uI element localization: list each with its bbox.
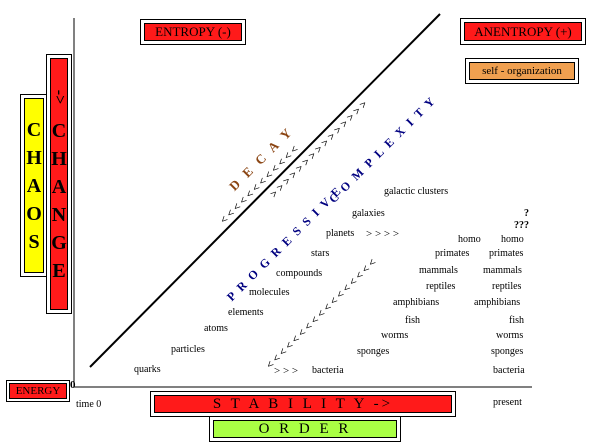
seq-item: compounds [276, 268, 323, 279]
main-diagonal-line [89, 13, 441, 368]
change-letter: E [52, 260, 66, 282]
energy-label: ENERGY [9, 383, 67, 399]
chaos-label: C H A O S [24, 98, 44, 273]
anentropy-label: ANENTROPY (+) [464, 22, 582, 41]
bio-item: fish [405, 315, 420, 326]
seq-item: particles [171, 344, 205, 355]
bio-item: mammals [419, 265, 458, 276]
bio-item: sponges [357, 346, 390, 357]
right-item: reptiles [492, 281, 522, 292]
anentropy-box: ANENTROPY (+) [460, 18, 586, 45]
bio-item: amphibians [393, 297, 440, 308]
seq-item: galactic clusters [384, 186, 449, 197]
seq-item: planets [326, 228, 355, 239]
right-item: worms [496, 330, 524, 341]
chaos-letter: A [26, 174, 42, 197]
seq-item: quarks [134, 364, 161, 375]
change-letter: A [51, 176, 67, 198]
change-letter: H [51, 148, 67, 170]
seq-item: galaxies [352, 208, 385, 219]
right-item: ? [524, 208, 529, 219]
order-label: O R D E R [213, 420, 397, 438]
bio-item: homo [458, 234, 481, 245]
order-box: O R D E R [209, 416, 401, 442]
chaos-letter: H [26, 146, 42, 169]
entropy-box: ENTROPY (-) [140, 19, 246, 45]
change-letter: G [51, 232, 67, 254]
right-item: mammals [483, 265, 522, 276]
chaos-letter: C [26, 118, 42, 141]
change-label: -> C H A N G E [50, 58, 68, 310]
bacteria-arrows: > > > [274, 365, 299, 377]
planets-arrows: > > > > [366, 228, 400, 240]
bio-item: bacteria [312, 365, 344, 376]
change-arrow: -> [50, 89, 68, 105]
seq-item: molecules [249, 287, 290, 298]
bio-item: worms [381, 330, 409, 341]
time-zero-label: time 0 [76, 399, 102, 410]
bio-item: reptiles [426, 281, 456, 292]
right-item: bacteria [493, 365, 525, 376]
change-box: -> C H A N G E [46, 54, 72, 314]
seq-item: atoms [204, 323, 228, 334]
self-organization-label: self - organization [469, 62, 575, 80]
change-letter: C [51, 120, 67, 142]
chaos-box: C H A O S [20, 94, 48, 277]
entropy-label: ENTROPY (-) [144, 23, 242, 41]
bio-item: primates [435, 248, 470, 259]
change-letter: N [51, 204, 67, 226]
stability-label: S T A B I L I T Y -> [154, 395, 452, 413]
right-item: primates [489, 248, 524, 259]
right-item: fish [509, 315, 524, 326]
self-organization-box: self - organization [465, 58, 579, 84]
right-item: ??? [514, 220, 529, 231]
seq-item: stars [311, 248, 330, 259]
seq-item: elements [228, 307, 264, 318]
chaos-letter: O [26, 202, 42, 225]
present-label: present [493, 397, 522, 408]
stability-box: S T A B I L I T Y -> [150, 391, 456, 417]
origin-zero: 0 [70, 379, 76, 391]
right-item: homo [501, 234, 524, 245]
energy-box: ENERGY [6, 380, 70, 402]
chaos-letter: S [28, 230, 40, 253]
right-item: sponges [491, 346, 524, 357]
right-item: amphibians [474, 297, 521, 308]
